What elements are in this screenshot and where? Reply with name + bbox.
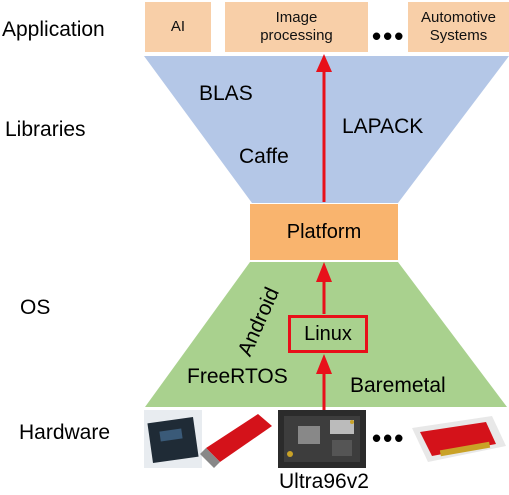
os-baremetal: Baremetal	[350, 374, 446, 397]
app-ellipsis: •••	[372, 21, 406, 51]
platform-label: Platform	[286, 220, 362, 243]
arrowhead-platform	[316, 262, 332, 282]
layer-label-libraries: Libraries	[5, 118, 86, 141]
app-automotive-line1: Automotive	[420, 9, 497, 26]
app-box-ai: AI	[145, 2, 211, 52]
app-image-line2: processing	[260, 27, 333, 44]
library-caffe: Caffe	[239, 145, 289, 168]
layer-label-hardware: Hardware	[19, 421, 111, 444]
linux-label: Linux	[304, 322, 352, 345]
library-lapack: LAPACK	[342, 115, 424, 138]
app-automotive-line2: Systems	[429, 27, 488, 44]
os-freertos: FreeRTOS	[187, 365, 288, 388]
linux-box: Linux	[288, 315, 368, 353]
hardware-accelerator-card-image	[200, 414, 272, 468]
libraries-trapezoid	[144, 56, 509, 203]
platform-box: Platform	[250, 204, 398, 260]
app-image-line1: Image	[275, 9, 318, 26]
hardware-ellipsis: •••	[372, 423, 406, 453]
app-box-image-processing: Image processing	[225, 2, 368, 52]
app-box-automotive: Automotive Systems	[408, 2, 509, 52]
library-blas: BLAS	[199, 82, 253, 105]
layer-label-application: Application	[2, 18, 105, 41]
arrowhead-linux	[316, 354, 332, 374]
hardware-ultra96-board-image	[278, 410, 366, 468]
hardware-board-name: Ultra96v2	[279, 470, 369, 493]
app-ai-label: AI	[170, 18, 186, 35]
arrowhead-application	[316, 54, 332, 72]
layer-label-os: OS	[20, 296, 51, 319]
hardware-zynq-chip-image	[144, 410, 202, 468]
hardware-alveo-card-image	[412, 416, 506, 462]
